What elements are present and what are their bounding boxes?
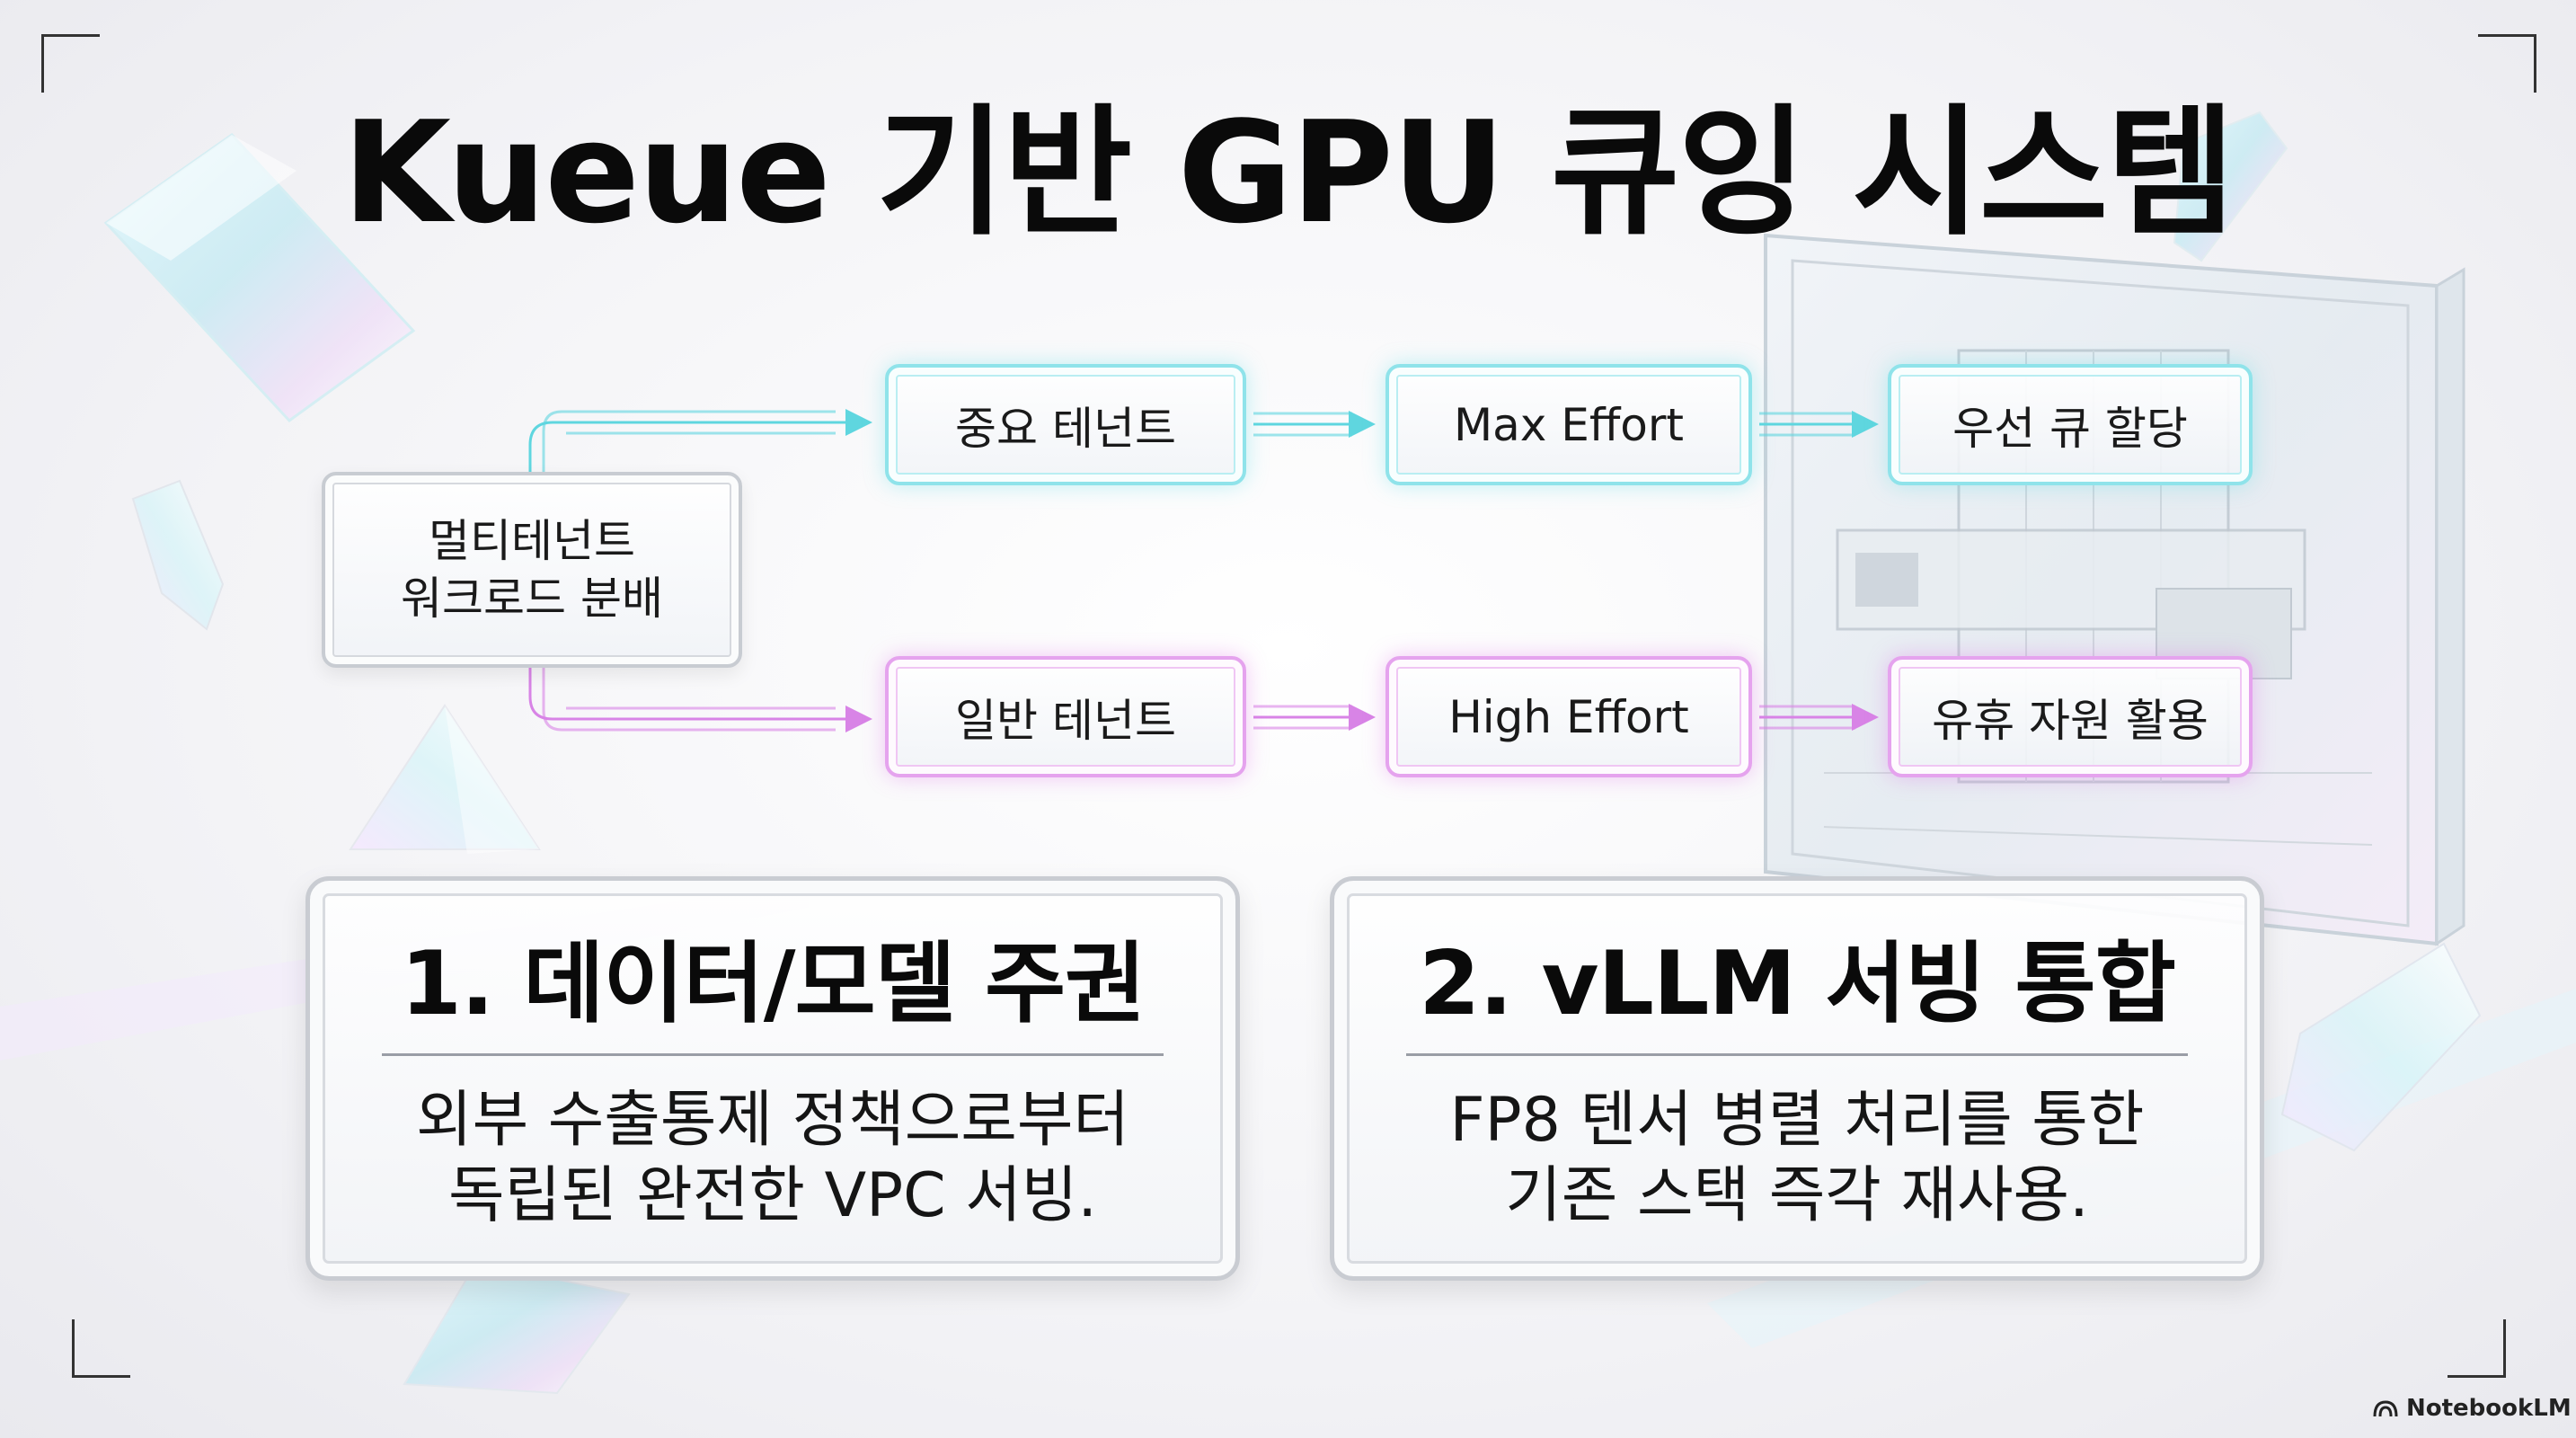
feature-card-vllm-integration: 2. vLLM 서빙 통합 FP8 텐서 병렬 처리를 통한 기존 스택 즉각 … <box>1330 876 2264 1281</box>
node-max-effort: Max Effort <box>1385 364 1752 485</box>
node-general-tenant: 일반 테넌트 <box>885 656 1246 777</box>
brand-watermark: NotebookLM <box>2372 1395 2572 1422</box>
card-divider <box>1406 1053 2188 1056</box>
node-priority-queue: 우선 큐 할당 <box>1888 364 2253 485</box>
notebooklm-logo-icon <box>2373 1400 2398 1417</box>
card-title: 1. 데이터/모델 주권 <box>400 933 1146 1035</box>
connector-top-links <box>1253 411 1879 438</box>
card-body-line: 외부 수출통제 정책으로부터 <box>416 1085 1129 1156</box>
page-title: Kueue 기반 GPU 큐잉 시스템 <box>342 91 2235 254</box>
card-body-line: 기존 스택 즉각 재사용. <box>1505 1160 2089 1231</box>
connector-top <box>528 409 872 472</box>
node-idle-resource: 유휴 자원 활용 <box>1888 656 2253 777</box>
node-multitenant-workload: 멀티테넌트 워크로드 분배 <box>322 472 742 668</box>
card-body-line: FP8 텐서 병렬 처리를 통한 <box>1449 1085 2145 1156</box>
node-label: 멀티테넌트 <box>429 515 635 567</box>
card-title: 2. vLLM 서빙 통합 <box>1419 933 2176 1035</box>
node-label: 워크로드 분배 <box>401 573 663 625</box>
card-body: FP8 텐서 병렬 처리를 통한 기존 스택 즉각 재사용. <box>1361 1083 2233 1234</box>
feature-card-data-sovereignty: 1. 데이터/모델 주권 외부 수출통제 정책으로부터 독립된 완전한 VPC … <box>305 876 1240 1281</box>
node-high-effort: High Effort <box>1385 656 1752 777</box>
gpu-chip-illustration <box>1764 233 2465 946</box>
frame-corner <box>2478 34 2536 93</box>
connector-bottom-links <box>1253 704 1879 731</box>
crystal-decoration <box>103 111 2482 1395</box>
brand-label: NotebookLM <box>2406 1395 2572 1422</box>
node-important-tenant: 중요 테넌트 <box>885 364 1246 485</box>
frame-corner <box>2448 1319 2506 1378</box>
connector-bottom <box>528 668 872 732</box>
frame-corner <box>41 34 100 93</box>
card-body: 외부 수출통제 정책으로부터 독립된 완전한 VPC 서빙. <box>337 1083 1208 1234</box>
card-divider <box>382 1053 1164 1056</box>
frame-corner <box>72 1319 130 1378</box>
card-body-line: 독립된 완전한 VPC 서빙. <box>448 1160 1097 1231</box>
